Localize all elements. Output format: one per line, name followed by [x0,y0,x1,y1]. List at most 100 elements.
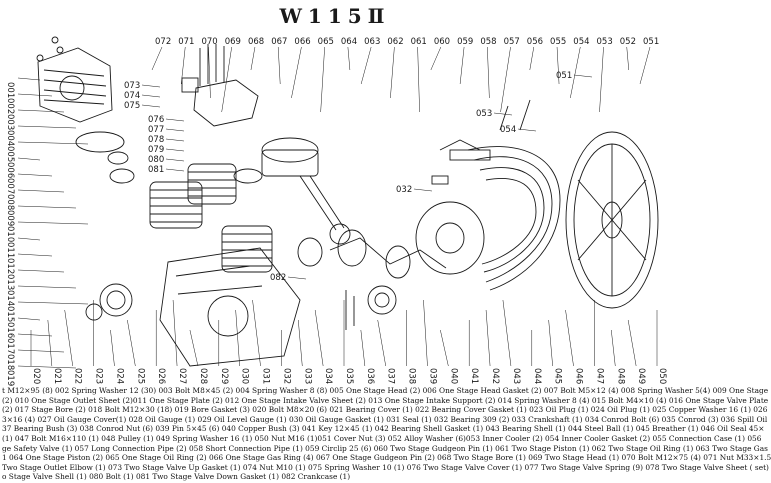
leader-line [347,46,351,71]
leader-line [417,46,420,113]
callout-013-left: 013 [5,274,15,290]
leader-line [189,329,199,367]
callout-080-inner: 080 [148,155,164,165]
leader-line [17,253,53,257]
valve-plate-shapes [75,131,135,184]
leader-line [165,118,185,122]
callout-044-bottom: 044 [532,368,542,384]
callout-032-inner: 032 [396,185,412,195]
legend-line-7: ge Safety Valve (1) 057 Long Connection … [2,443,768,453]
legend-line-3: (2) 017 Stage Bore (2) 018 Bolt M12×30 (… [2,405,768,415]
callout-060-top: 060 [434,37,450,47]
legend-line-1: t M12×95 (8) 002 Spring Washer 12 (30) 0… [2,386,769,395]
leader-line [502,299,512,367]
leader-line [165,128,185,132]
callout-072-top: 072 [155,37,171,47]
callout-019-left: 019 [5,370,15,386]
bearing-shell-shape [415,201,485,275]
crankcase-shape [159,247,301,367]
callout-063-top: 063 [364,37,380,47]
leader-line [17,317,41,321]
leader-line [17,141,89,145]
legend-line-5: 37 Bearing Bush (3) 038 Conrod Nut (6) 0… [2,424,765,434]
callout-012-left: 012 [5,258,15,274]
leader-line [17,77,41,81]
leader-line [17,349,65,353]
callout-006-left: 006 [5,162,15,178]
legend-line-4: 3×16 (4) 027 Oil Gauge Cover(1) 028 Oil … [2,414,768,424]
leader-line [570,46,581,99]
leader-line [17,237,41,241]
bearing-cover-shape [85,283,133,321]
leader-line [17,93,53,97]
leader-line [413,188,433,192]
leader-line [17,157,41,161]
leader-line [287,276,307,280]
callout-016-left: 016 [5,322,15,338]
callout-035-bottom: 035 [344,368,354,384]
leader-line [277,46,281,85]
leader-line [180,46,186,85]
leader-line [17,285,77,289]
leader-line [440,329,449,367]
callout-079-inner: 079 [148,145,164,155]
callout-034-bottom: 034 [323,368,333,384]
leader-line [627,319,637,367]
callout-005-left: 005 [5,146,15,162]
leader-line [390,46,395,99]
leader-line [556,46,560,85]
callout-032-bottom: 032 [281,368,291,384]
diagram-title: W115Ⅱ [279,4,391,28]
callout-045-bottom: 045 [553,368,563,384]
leader-line [250,46,256,71]
callout-062-top: 062 [387,37,403,47]
callout-017-left: 017 [5,338,15,354]
callout-036-bottom: 036 [365,368,375,384]
callout-007-left: 007 [5,178,15,194]
leader-line [235,309,240,367]
leader-line [17,269,65,273]
leader-line [165,148,185,152]
callout-054-inner: 054 [500,125,516,135]
leader-line [639,46,651,85]
leader-line [599,46,604,113]
leader-line [626,46,630,71]
callout-067-top: 067 [271,37,287,47]
callout-058-top: 058 [480,37,496,47]
callout-011-left: 011 [5,242,15,258]
callout-020-bottom: 020 [31,368,41,384]
callout-075-inner: 075 [124,101,140,111]
callout-049-bottom: 049 [636,368,646,384]
leader-line [548,319,553,367]
callout-040-bottom: 040 [448,368,458,384]
callout-077-inner: 077 [148,125,164,135]
legend-line-10: o Stage Valve Shell (1) 080 Bolt (1) 081… [2,472,351,482]
callout-076-inner: 076 [148,115,164,125]
callout-065-top: 065 [318,37,334,47]
legend-line-8: 1 064 One Stage Piston (2) 065 One Stage… [2,453,771,463]
leader-line [360,46,372,85]
leader-line [17,301,89,305]
callout-071-top: 071 [178,37,194,47]
leader-line [141,84,161,88]
callout-053-top: 053 [597,37,613,47]
callout-066-top: 066 [294,37,310,47]
leader-line [47,319,53,367]
leader-line [151,46,163,71]
leader-line [17,205,77,209]
callout-051-inner: 051 [556,71,572,81]
legend-line-6: (1) 047 Bolt M16×110 (1) 048 Pulley (1) … [2,433,762,443]
callout-057-top: 057 [504,37,520,47]
leader-line [565,309,574,367]
leader-line [517,128,537,132]
callout-037-bottom: 037 [386,368,396,384]
parts-legend: t M12×95 (8) 002 Spring Washer 12 (30) 0… [2,386,771,483]
leader-line [430,46,442,71]
leader-line [17,365,77,369]
callout-004-left: 004 [5,130,15,146]
callout-027-bottom: 027 [177,368,187,384]
callout-064-top: 064 [341,37,357,47]
leader-line [298,319,303,367]
callout-001-left: 001 [5,82,15,98]
callout-023-bottom: 023 [94,368,104,384]
